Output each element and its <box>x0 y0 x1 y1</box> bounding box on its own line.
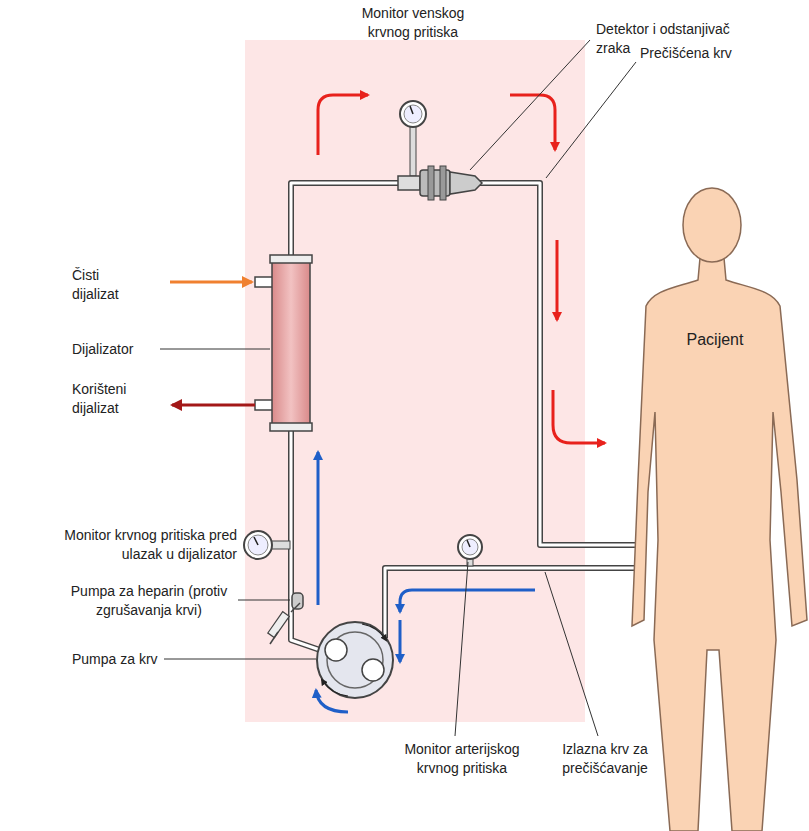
flow-label: Korišteni dijalizat <box>72 380 150 418</box>
patient-figure: Pacijent <box>600 180 809 831</box>
blood-pump <box>317 622 393 698</box>
flow-label: Čisti dijalizat <box>72 266 142 304</box>
part-label: Pumpa za heparin (protiv zgrušavanja krv… <box>64 582 234 620</box>
gauge-label: Monitor krvnog pritiska pred ulazak u di… <box>60 526 237 564</box>
gauge-label: Monitor arterijskog krvnog pritiska <box>392 740 532 778</box>
tubing <box>291 183 640 650</box>
part-label: Dijalizator <box>72 340 162 359</box>
arterial-pressure-gauge <box>458 535 482 566</box>
node-label: Pacijent <box>655 330 775 350</box>
flow-arrows <box>316 95 605 712</box>
leader-lines <box>160 40 636 736</box>
part-label: Pumpa za krv <box>72 650 172 669</box>
machine-panel <box>245 40 585 722</box>
patient-silhouette <box>600 180 809 831</box>
pre-dialyzer-gauge <box>244 531 290 559</box>
gauge-label: Monitor venskog krvnog pritiska <box>350 4 476 42</box>
heparin-pump <box>268 593 303 644</box>
venous-pressure-gauge <box>400 101 426 176</box>
dialysate-out-arrow <box>172 404 255 407</box>
air-detector <box>398 166 482 200</box>
flow-label: Izlazna krv za prečišćavanje <box>545 740 665 778</box>
part-label: Prečišćena krv <box>640 44 760 63</box>
dialyzer <box>255 255 312 431</box>
dialysate-in-arrow <box>170 281 252 284</box>
